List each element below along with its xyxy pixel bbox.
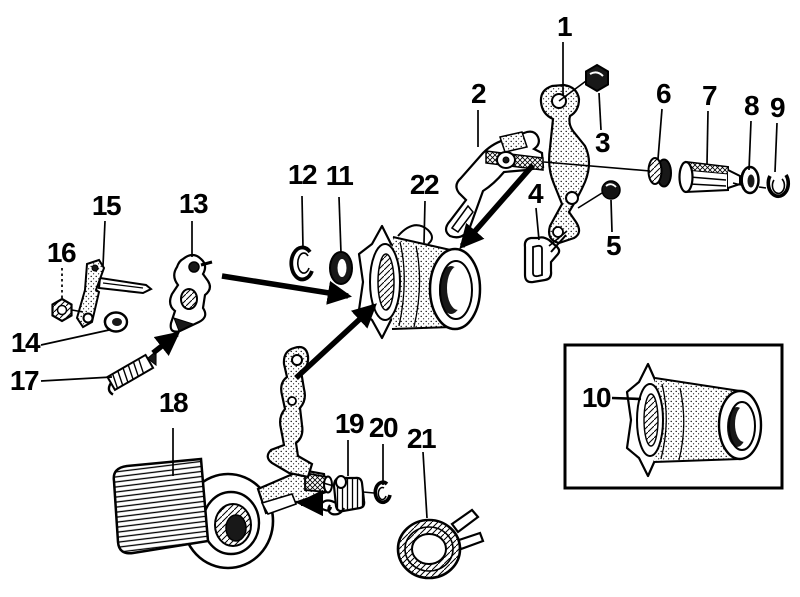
inset-box: [563, 343, 784, 490]
leader-17: [40, 376, 113, 382]
part-6-flange-nut: [647, 157, 672, 188]
arrow-fork-to-22: [459, 163, 536, 250]
leader-10: [611, 396, 642, 401]
part-1-selector-lever: [539, 83, 591, 253]
part-8-washer: [740, 165, 760, 195]
leader-22: [423, 200, 426, 244]
leader-12: [301, 195, 304, 249]
part-label-15: 15: [92, 190, 121, 221]
part-3-hex-nut: [585, 63, 609, 93]
part-19-return-spring: [319, 475, 366, 516]
part-label-9: 9: [770, 92, 785, 123]
part-9-lock-washer: [766, 174, 791, 199]
assembly-axis-lines: [71, 80, 767, 494]
part-label-7: 7: [702, 80, 717, 111]
part-label-17: 17: [10, 365, 39, 396]
leader-11: [338, 196, 342, 254]
leader-3: [598, 92, 602, 131]
leader-15: [102, 220, 106, 267]
part-label-21: 21: [407, 423, 436, 454]
part-label-10: 10: [582, 382, 611, 413]
leader-6: [657, 108, 663, 160]
axis-line-lever-ball5: [577, 192, 603, 209]
part-label-14: 14: [11, 327, 41, 358]
part-label-4: 4: [528, 178, 544, 209]
axis-line-pin-spring19: [322, 482, 335, 487]
part-7-threaded-pin: [678, 160, 741, 194]
part-label-11: 11: [326, 160, 354, 191]
axis-line-nut16-lever15: [71, 309, 84, 313]
leader-8: [748, 120, 752, 171]
part-17-spring: [106, 350, 157, 396]
arrow-13-to-22: [221, 273, 352, 305]
part-4-clevis: [523, 234, 567, 284]
part-label-8: 8: [744, 90, 759, 121]
part-label-13: 13: [179, 188, 208, 219]
part-5-ball-stud: [601, 180, 621, 200]
part-16-hex-nut: [51, 297, 73, 323]
arrow-17-to-13: [151, 331, 181, 357]
part-label-22: 22: [410, 169, 439, 200]
leader-9: [774, 122, 778, 173]
part-11-seal-ring: [329, 251, 353, 285]
part-13-bracket-lever: [168, 253, 213, 333]
axis-line-nut3-lever: [558, 80, 587, 102]
part-20-clip-washer: [373, 480, 392, 505]
axis-line-pin-to-nut6: [543, 161, 651, 172]
part-label-20: 20: [369, 412, 398, 443]
part-label-5: 5: [606, 230, 621, 261]
part-label-3: 3: [595, 127, 610, 158]
part-label-12: 12: [288, 159, 317, 190]
part-14-bushing: [103, 311, 129, 333]
leader-5: [610, 199, 613, 233]
part-label-1: 1: [557, 11, 572, 42]
part-number-labels: 1 2 3 4 5 6 7 8 9 10 11 12 13 14 15 16 1…: [10, 11, 787, 454]
axis-line-clevis4-lever: [548, 230, 568, 247]
leader-4: [535, 207, 540, 241]
axis-line-spring19-clip20: [362, 491, 375, 494]
part-10-bushing-housing: [625, 362, 763, 478]
part-22-bushing-housing: [357, 224, 482, 340]
assembly-arrows: [151, 163, 536, 517]
part-12-snap-ring: [289, 245, 314, 282]
part-2-shift-fork: [444, 130, 545, 239]
arrow-lever-to-22: [294, 303, 377, 381]
part-label-6: 6: [656, 78, 671, 109]
part-15-lever: [75, 258, 153, 329]
part-label-18: 18: [159, 387, 188, 418]
part-18-actuator-assembly: [112, 345, 333, 570]
leader-21: [422, 451, 428, 519]
part-label-2: 2: [471, 78, 486, 109]
leader-14: [40, 329, 110, 346]
part-21-clamp-spring: [396, 508, 485, 580]
part-label-19: 19: [335, 408, 364, 439]
part-label-16: 16: [47, 237, 76, 268]
leader-lines: [40, 42, 778, 519]
axis-line-7-8: [732, 182, 742, 186]
leader-7: [706, 110, 709, 165]
axis-line-8-9: [758, 186, 767, 189]
